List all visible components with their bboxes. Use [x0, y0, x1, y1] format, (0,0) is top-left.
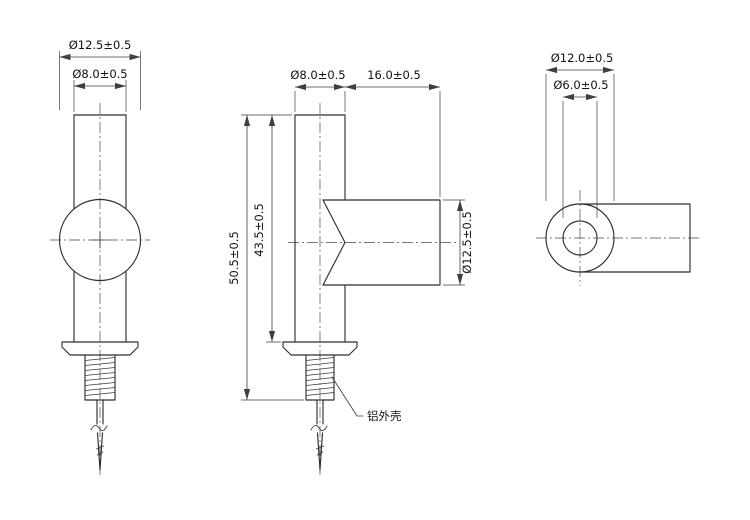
front-view-thread — [84, 354, 116, 401]
side-view-outline — [282, 114, 441, 356]
side-view-dimensions: Ø8.0±0.5 16.0±0.5 50.5±0.5 43.5±0.5 Ø12.… — [227, 68, 474, 401]
end-view-dimensions: Ø12.0±0.5 Ø6.0±0.5 — [545, 51, 615, 218]
break-symbol — [310, 425, 328, 431]
front-view-needle — [90, 399, 108, 471]
branch-intersection — [322, 199, 346, 286]
dim-side-tube-od: Ø8.0±0.5 — [290, 68, 345, 82]
dim-side-overall-height: 50.5±0.5 — [227, 231, 241, 285]
side-view-center-lines — [288, 103, 456, 478]
side-view-needle — [310, 399, 328, 471]
front-view: Ø12.5±0.5 Ø8.0±0.5 — [50, 38, 150, 478]
dim-side-branch-length: 16.0±0.5 — [367, 68, 421, 82]
shell-callout: 铝外壳 — [331, 376, 402, 423]
end-view-center-lines — [536, 190, 702, 286]
flange — [282, 341, 358, 356]
dim-front-tube-od: Ø8.0±0.5 — [72, 67, 127, 81]
branch-socket — [322, 199, 441, 286]
dim-end-hole-id: Ø6.0±0.5 — [553, 78, 608, 92]
dim-front-ball-od: Ø12.5±0.5 — [69, 38, 132, 52]
front-view-dimensions: Ø12.5±0.5 Ø8.0±0.5 — [59, 38, 141, 112]
break-symbol — [90, 425, 108, 431]
label-aluminum-shell: 铝外壳 — [367, 409, 402, 423]
side-view-thread — [305, 354, 335, 401]
ring-bore — [562, 220, 598, 256]
leader-line — [331, 376, 364, 417]
end-view: Ø12.0±0.5 Ø6.0±0.5 — [536, 51, 702, 286]
front-view-center-lines — [50, 103, 150, 478]
body-block — [579, 203, 691, 273]
front-view-outline — [58, 114, 142, 356]
end-view-outline — [545, 203, 691, 273]
dim-side-branch-od: Ø12.5±0.5 — [460, 211, 474, 274]
ball-body — [58, 198, 142, 282]
dim-side-body-height: 43.5±0.5 — [252, 203, 266, 257]
flange — [61, 341, 139, 356]
side-view: 铝外壳 Ø8.0±0.5 16.0±0.5 50.5±0.5 43.5±0.5 … — [227, 68, 474, 478]
dim-end-ring-od: Ø12.0±0.5 — [551, 51, 614, 65]
